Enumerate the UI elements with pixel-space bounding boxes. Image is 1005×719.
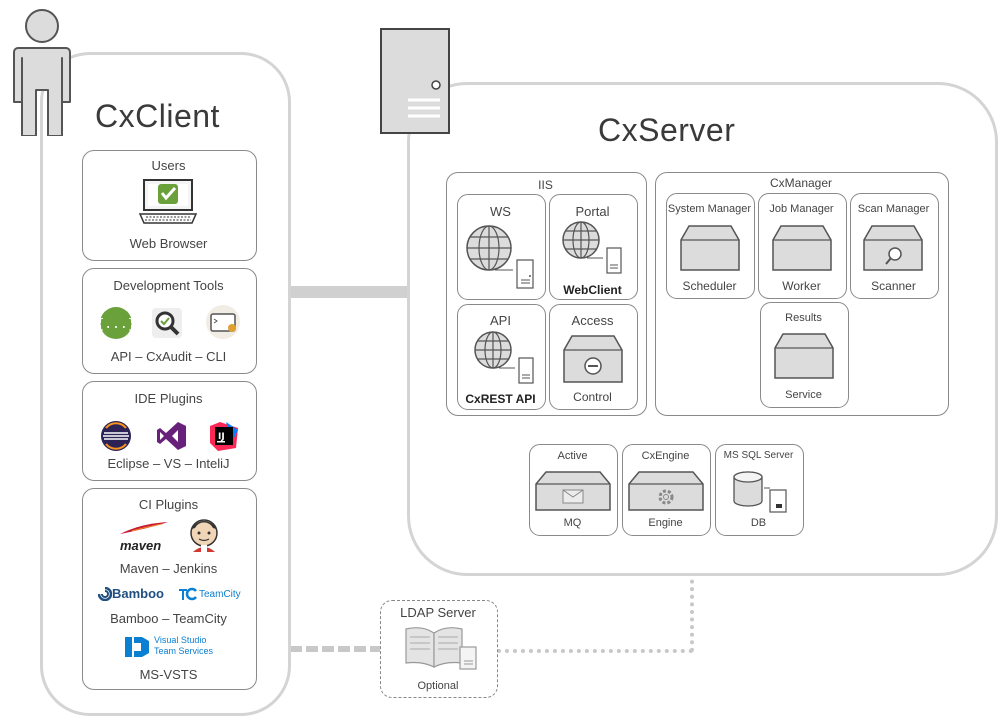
svg-text:IJ: IJ: [218, 432, 225, 442]
results-server-icon: [774, 333, 834, 379]
client-server-connector: [289, 286, 410, 298]
svg-text:{...}: {...}: [99, 317, 133, 332]
ide-plugins-title: IDE Plugins: [134, 391, 203, 406]
web-browser-icon: [138, 179, 198, 224]
users-title: Users: [151, 158, 186, 173]
scanner-server-icon: [863, 225, 923, 271]
portal-globe-server-icon: [562, 221, 622, 274]
teamcity-logo-text: TeamCity: [199, 589, 241, 600]
bamboo-logo-text: Bamboo: [112, 586, 164, 601]
results-title: Results: [785, 312, 822, 324]
access-title: Access: [571, 313, 614, 328]
users-caption: Web Browser: [129, 236, 208, 251]
ws-title: WS: [490, 204, 511, 219]
eclipse-icon: [101, 421, 131, 451]
dev-tools-title: Development Tools: [113, 278, 224, 293]
cxengine-caption: Engine: [648, 517, 683, 529]
job-manager-caption: Worker: [782, 279, 821, 293]
ci-plugins-box: [82, 488, 257, 690]
access-control-icon: [563, 335, 623, 383]
bamboo-icon: [98, 587, 112, 601]
api-title: API: [490, 313, 511, 328]
teamcity-icon: [179, 587, 197, 601]
worker-server-icon: [772, 225, 832, 271]
server-tower-icon: [380, 28, 450, 134]
client-ldap-connector: [290, 646, 382, 652]
jenkins-icon: [190, 519, 218, 553]
iis-title: IIS: [538, 178, 553, 192]
scan-manager-title: Scan Manager: [857, 203, 930, 215]
cxaudit-icon: [152, 308, 182, 338]
db-title: MS SQL Server: [723, 450, 794, 461]
results-caption: Service: [785, 389, 822, 401]
ldap-server-title: LDAP Server: [400, 605, 476, 620]
message-queue-icon: [535, 471, 611, 511]
cxserver-title: CxServer: [598, 112, 736, 148]
visual-studio-icon: [157, 422, 186, 450]
ldap-server-connector-h: [497, 649, 693, 653]
active-mq-title: Active: [557, 450, 588, 462]
ci-plugins-title: CI Plugins: [138, 497, 199, 512]
user-icon: [13, 9, 71, 136]
ldap-server-box: [380, 600, 498, 698]
db-caption: DB: [750, 517, 767, 529]
ldap-server-caption: Optional: [417, 680, 459, 692]
active-mq-caption: MQ: [563, 517, 582, 529]
dev-tools-caption: API – CxAudit – CLI: [110, 349, 227, 364]
cli-icon: [206, 305, 240, 339]
cxmanager-title: CxManager: [769, 176, 833, 190]
api-globe-server-icon: [474, 331, 534, 384]
ws-globe-server-icon: [466, 225, 534, 289]
scan-manager-caption: Scanner: [871, 279, 916, 293]
directory-book-icon: [405, 627, 477, 670]
system-manager-caption: Scheduler: [682, 279, 737, 293]
maven-logo-text: maven: [120, 538, 162, 553]
ci-row3-caption: MS-VSTS: [139, 667, 198, 682]
database-icon: [733, 471, 787, 513]
intellij-icon: IJ: [210, 422, 238, 451]
system-manager-title: System Manager: [667, 203, 752, 215]
vsts-logo-line1: Visual Studio: [154, 635, 207, 645]
api-caption: CxREST API: [465, 392, 536, 406]
cxengine-title: CxEngine: [641, 450, 690, 462]
access-caption: Control: [573, 390, 612, 404]
ci-row2-caption: Bamboo – TeamCity: [110, 611, 227, 626]
cxclient-title: CxClient: [95, 98, 220, 134]
ci-row1-caption: Maven – Jenkins: [119, 561, 218, 576]
job-manager-title: Job Manager: [769, 203, 834, 215]
ldap-server-connector-v: [690, 572, 694, 652]
vsts-icon: [125, 637, 149, 657]
scheduler-server-icon: [680, 225, 740, 271]
maven-feather-icon: [120, 522, 168, 534]
ide-plugins-caption: Eclipse – VS – InteliJ: [107, 456, 230, 471]
vsts-logo-line2: Team Services: [154, 646, 214, 656]
portal-caption: WebClient: [563, 283, 622, 297]
engine-gear-icon: [628, 471, 704, 511]
portal-title: Portal: [575, 204, 610, 219]
api-icon: {...}: [99, 307, 133, 339]
